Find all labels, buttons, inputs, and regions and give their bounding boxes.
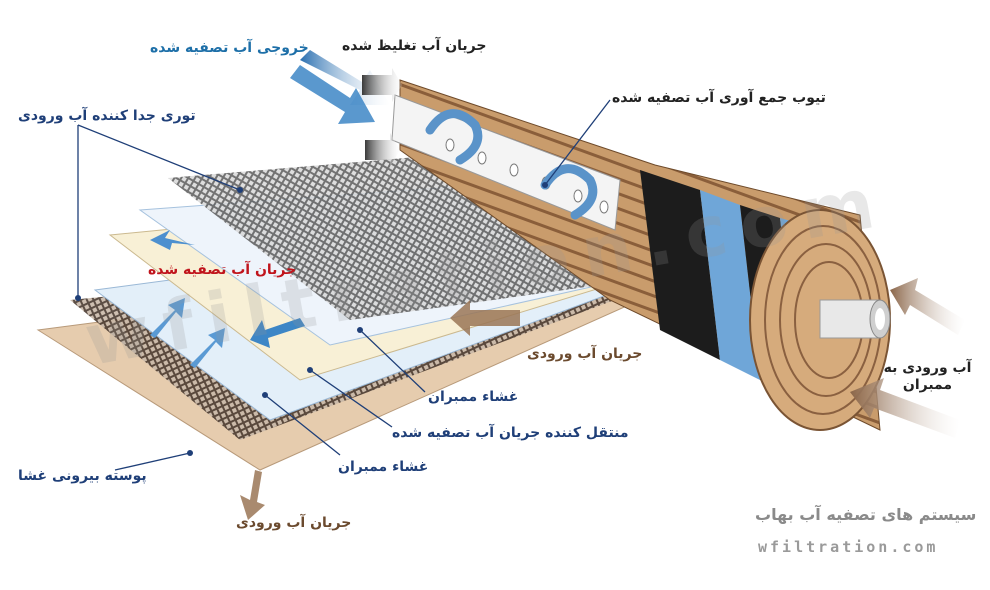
sheet-flow-arrow-4 bbox=[190, 328, 225, 368]
label-concentrate-flow: جریان آب تغلیظ شده bbox=[342, 38, 487, 54]
label-outer-shell: پوسته بیرونی غشا bbox=[18, 468, 147, 484]
feed-arrow-right-bottom bbox=[850, 378, 960, 438]
sheet-flow-arrow-2 bbox=[250, 318, 305, 348]
brand-website: wfiltration.com bbox=[758, 538, 939, 556]
sheet-flow-arrow-3 bbox=[150, 298, 185, 338]
label-feed-flow-bottom: جریان آب ورودی bbox=[236, 515, 352, 531]
black-band-1 bbox=[640, 170, 720, 360]
feed-arrow-mid bbox=[450, 300, 520, 336]
purified-outlet-arrow-main bbox=[290, 65, 375, 124]
label-membrane-1: غشاء ممبران bbox=[428, 389, 519, 405]
blue-band-1 bbox=[700, 190, 760, 380]
brand-company-name: سیستم های تصفیه آب بهاب bbox=[755, 505, 977, 524]
label-collection-tube: تیوب جمع آوری آب تصفیه شده bbox=[612, 90, 826, 106]
tube-bore bbox=[875, 308, 885, 330]
feed-arrow-bottom bbox=[240, 470, 265, 520]
sheet-flow-arrow-1 bbox=[150, 230, 195, 250]
label-purified-flow: جریان آب تصفیه شده bbox=[148, 262, 297, 278]
label-feed-flow-mid: جریان آب ورودی bbox=[527, 346, 643, 362]
concentrate-arrow-1 bbox=[362, 68, 402, 102]
feed-arrow-right-top bbox=[890, 278, 965, 335]
label-membrane-2: غشاء ممبران bbox=[338, 459, 429, 475]
label-feed-spacer: توری جدا کننده آب ورودی bbox=[18, 108, 196, 124]
concentrate-arrow-2 bbox=[365, 133, 400, 167]
label-permeate-carrier: منتقل کننده جریان آب تصفیه شده bbox=[392, 425, 629, 441]
collection-tube-cutaway bbox=[391, 94, 621, 231]
swirl-arrow-right bbox=[540, 164, 598, 220]
leader-lines bbox=[77, 99, 611, 471]
label-feed-to-membrane: آب ورودی به ممبران bbox=[883, 360, 972, 393]
label-purified-outlet: خروجی آب تصفیه شده bbox=[150, 40, 309, 56]
swirl-arrow-left bbox=[425, 109, 483, 165]
leader-dots bbox=[75, 182, 548, 456]
